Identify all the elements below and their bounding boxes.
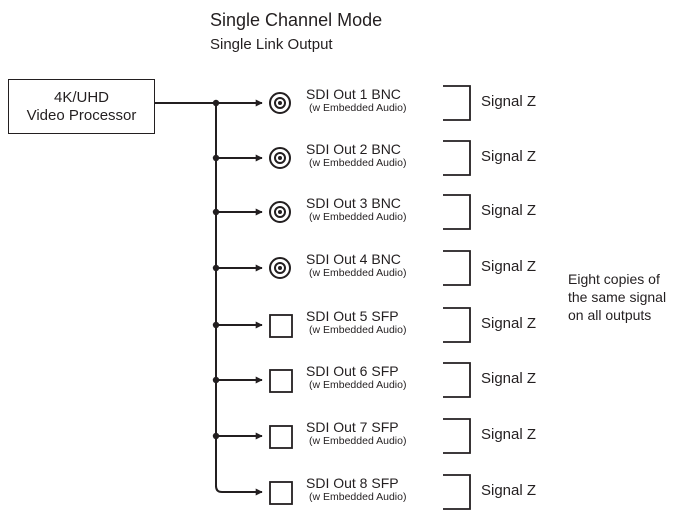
signal-bracket [443, 194, 471, 230]
processor-label-line2: Video Processor [26, 106, 137, 124]
signal-bracket [443, 250, 471, 286]
output-sub-label: (w Embedded Audio) [309, 267, 407, 279]
signal-bracket [443, 418, 471, 454]
output-name-label: SDI Out 3 BNC [306, 195, 401, 211]
bnc-icon [269, 92, 291, 114]
diagram-subtitle: Single Link Output [210, 36, 333, 53]
bnc-icon [269, 257, 291, 279]
signal-label: Signal Z [481, 315, 537, 332]
output-name-label: SDI Out 4 BNC [306, 251, 401, 267]
output-sub-label: (w Embedded Audio) [309, 324, 407, 336]
signal-label: Signal Z [481, 482, 537, 499]
note-line3: on all outputs [568, 307, 652, 323]
output-name-label: SDI Out 7 SFP [306, 419, 399, 435]
output-sub-label: (w Embedded Audio) [309, 102, 407, 114]
note-line1: Eight copies of [568, 271, 660, 287]
signal-brackets [443, 85, 471, 510]
output-name-label: SDI Out 8 SFP [306, 475, 399, 491]
signal-label: Signal Z [481, 426, 537, 443]
bnc-icon [269, 201, 291, 223]
signal-label: Signal Z [481, 370, 537, 387]
sfp-icon [269, 369, 293, 393]
sfp-icon [269, 425, 293, 449]
signal-label: Signal Z [481, 202, 537, 219]
output-name-label: SDI Out 2 BNC [306, 141, 401, 157]
output-sub-label: (w Embedded Audio) [309, 379, 407, 391]
output-sub-label: (w Embedded Audio) [309, 435, 407, 447]
sfp-icon [269, 481, 293, 505]
note-line2: the same signal [568, 289, 667, 305]
signal-label: Signal Z [481, 148, 537, 165]
diagram-title: Single Channel Mode [210, 10, 383, 30]
bnc-icon [269, 147, 291, 169]
sfp-icon [269, 314, 293, 338]
processor-label-line1: 4K/UHD [53, 88, 109, 106]
signal-bracket [443, 474, 471, 510]
bus-corner [215, 485, 223, 493]
connector-icons [269, 92, 293, 505]
output-sub-label: (w Embedded Audio) [309, 211, 407, 223]
output-name-label: SDI Out 1 BNC [306, 86, 401, 102]
output-sub-label: (w Embedded Audio) [309, 491, 407, 503]
output-name-label: SDI Out 6 SFP [306, 363, 399, 379]
signal-bracket [443, 307, 471, 343]
signal-label: Signal Z [481, 93, 537, 110]
signal-label: Signal Z [481, 258, 537, 275]
signal-bracket [443, 85, 471, 121]
outputs-note: Eight copies of the same signal on all o… [568, 270, 685, 324]
output-name-label: SDI Out 5 SFP [306, 308, 399, 324]
signal-bracket [443, 140, 471, 176]
wiring [155, 99, 263, 496]
video-processor-box: 4K/UHD Video Processor [8, 79, 155, 134]
signal-bracket [443, 362, 471, 398]
output-sub-label: (w Embedded Audio) [309, 157, 407, 169]
